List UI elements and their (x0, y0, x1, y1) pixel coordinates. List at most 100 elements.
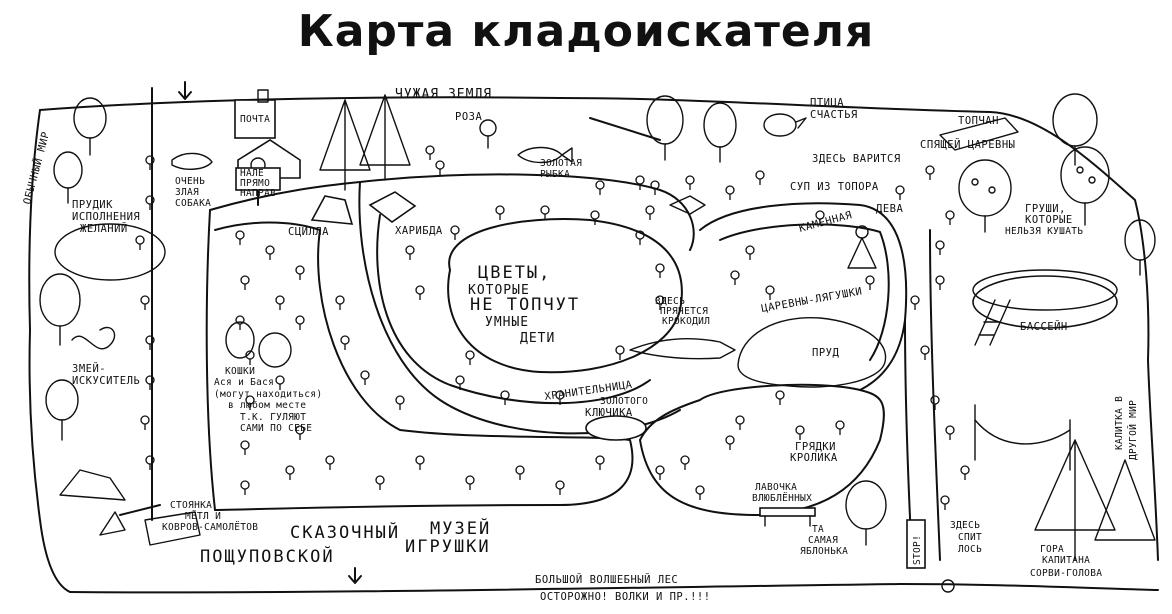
flower-icon (360, 370, 370, 385)
flower-icon (555, 480, 565, 495)
signpost-icon (235, 167, 281, 206)
label-mountain-1: ГОРА (1040, 544, 1064, 555)
label-here-cooking: ЗДЕСЬ ВАРИТСЯ (812, 153, 901, 165)
flower-icon (335, 295, 345, 310)
label-rose: РОЗА (455, 111, 482, 123)
label-museum-1: СКАЗОЧНЫЙ (290, 521, 400, 543)
flower-icon (240, 275, 250, 290)
stop-sign-icon (906, 519, 926, 569)
flower-icon (145, 455, 155, 470)
label-flowers-2: КОТОРЫЕ (468, 283, 530, 298)
flower-icon (920, 345, 930, 360)
flower-icon (425, 145, 435, 160)
tree-icon (73, 97, 107, 156)
label-croc-3: КРОКОДИЛ (662, 316, 710, 327)
flower-icon (455, 375, 465, 390)
flower-icon (395, 395, 405, 410)
flower-icon (815, 210, 825, 225)
label-bird-2: СЧАСТЬЯ (810, 109, 858, 121)
label-flowers-5: ДЕТИ (520, 331, 555, 346)
tree-icon (646, 95, 684, 161)
label-croc-2: ПРЯЧЕТСЯ (660, 306, 708, 317)
skull-icon (941, 579, 955, 593)
left-path-2 (205, 209, 216, 511)
turtle-icon (585, 415, 647, 441)
label-cats-1: КОШКИ (225, 366, 255, 377)
flower-icon (515, 465, 525, 480)
flower-icon (655, 263, 665, 278)
label-left-right-2: ПРЯМО (240, 178, 270, 189)
lower-center-loop (639, 383, 885, 516)
label-axe-soup: СУП ИЗ ТОПОРА (790, 181, 879, 193)
label-bench-1: ЛАВОЧКА (755, 482, 797, 493)
flower-icon (135, 235, 145, 250)
label-dog-2: ЗЛАЯ (175, 187, 199, 198)
label-mail: ПОЧТА (240, 114, 270, 125)
flower-icon (935, 275, 945, 290)
flower-icon (145, 375, 155, 390)
flower-icon (240, 440, 250, 455)
label-pool: БАССЕЙН (1020, 320, 1068, 333)
label-parking-2: МЁТЛ И (185, 511, 221, 522)
flower-icon (275, 375, 285, 390)
flower-icon (945, 425, 955, 440)
flower-icon (235, 315, 245, 330)
soup-pot-icon (669, 195, 706, 215)
hammock-icon (974, 404, 1071, 471)
flower-icon (635, 230, 645, 245)
flower-icon (265, 245, 275, 260)
flower-icon (295, 265, 305, 280)
bottom-path-line (69, 583, 1159, 594)
label-tempter-2: ИСКУСИТЕЛЬ (72, 375, 140, 387)
label-moose-3: ЛОСЬ (958, 544, 982, 555)
flower-icon (140, 295, 150, 310)
map-title: Карта кладоискателя (297, 6, 875, 57)
flower-icon (465, 475, 475, 490)
label-pears-1: ГРУШИ, (1025, 203, 1066, 215)
label-stone-maiden-1: КАМЕННАЯ (798, 209, 854, 235)
flower-icon (375, 475, 385, 490)
label-pond-wishes-3: ЖЕЛАНИЙ (80, 222, 128, 235)
flower-icon (655, 465, 665, 480)
right-boundary-path-2 (929, 229, 941, 561)
flower-icon (540, 205, 550, 220)
label-frog-princesses: ЦАРЕВНЫ-ЛЯГУШКИ (760, 285, 863, 315)
flower-icon (295, 425, 305, 440)
flower-icon (595, 455, 605, 470)
label-museum-2: МУЗЕЙ (430, 517, 491, 539)
label-goldfish-2: РЫБКА (540, 169, 570, 180)
flower-icon (235, 230, 245, 245)
label-dog-1: ОЧЕНЬ (175, 176, 205, 187)
label-apple-2: САМАЯ (808, 535, 838, 546)
flower-icon (930, 395, 940, 410)
label-left-right-3: НАПРАВ (240, 188, 276, 199)
bench-icon (759, 507, 816, 527)
flower-icon (465, 350, 475, 365)
label-cats-2: Ася и Бася (214, 377, 274, 388)
label-flowers-3: НЕ ТОПЧУТ (470, 295, 580, 315)
label-otherworld-1: КАЛИТКА В (1114, 396, 1125, 450)
tree-icon (53, 151, 83, 204)
flower-icon (145, 155, 155, 170)
flower-icon (415, 285, 425, 300)
flower-icon (595, 180, 605, 195)
garden-boundary-left (28, 109, 71, 593)
pine-tree-icon (1094, 459, 1156, 541)
serpent-icon (71, 326, 116, 350)
pool-icon (972, 269, 1118, 346)
label-forest-1: БОЛЬШОЙ ВОЛШЕБНЫЙ ЛЕС (535, 573, 678, 586)
label-pond-wishes-1: ПРУДИК (72, 199, 113, 211)
right-loop (699, 202, 908, 391)
label-parking-3: КОВРОВ-САМОЛЁТОВ (162, 522, 258, 533)
flower-icon (140, 415, 150, 430)
label-forest-2: ОСТОРОЖНО! ВОЛКИ И ПР.!!! (540, 591, 711, 603)
rose-icon (479, 119, 497, 149)
outer-loop (209, 173, 695, 251)
flower-icon (500, 390, 510, 405)
lower-left-bed (214, 221, 634, 511)
pine-tree-icon (319, 99, 371, 191)
bird-icon (763, 113, 807, 137)
label-cats-3: (могут находиться) (214, 389, 322, 400)
label-moose-2: СПИТ (958, 532, 982, 543)
flower-icon (275, 295, 285, 310)
